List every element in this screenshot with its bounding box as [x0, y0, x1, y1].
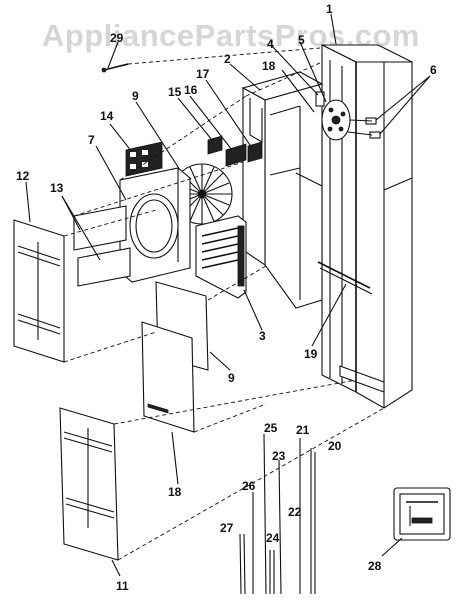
cabinet-icon: [321, 44, 413, 409]
callout-23: 23: [272, 449, 286, 463]
callout-16: 16: [184, 83, 198, 97]
callout-24: 24: [266, 531, 280, 545]
callout-6: 6: [430, 63, 437, 77]
callout-labels: 1 2 3 4 5 6 7 9 9 11 12 13 14 15 16 17 1…: [16, 2, 437, 593]
access-panel-icon: [141, 321, 195, 433]
callout-22: 22: [288, 505, 302, 519]
leader-lines: [25, 13, 431, 577]
callout-13: 13: [50, 181, 64, 195]
callout-14: 14: [100, 109, 114, 123]
callout-26: 26: [242, 479, 256, 493]
callout-25: 25: [264, 421, 278, 435]
callout-19: 19: [304, 347, 318, 361]
callout-5: 5: [298, 33, 305, 47]
callout-20: 20: [328, 439, 342, 453]
thermostat-icon: [393, 487, 451, 541]
callout-4: 4: [267, 37, 274, 51]
base-panel-icon: [59, 407, 119, 561]
callout-7: 7: [88, 133, 95, 147]
pin-part: [101, 63, 129, 73]
callout-18-top: 18: [262, 59, 276, 73]
callout-2: 2: [224, 52, 231, 66]
callout-27: 27: [220, 521, 234, 535]
callout-17: 17: [196, 67, 210, 81]
callout-21: 21: [296, 423, 310, 437]
callout-12: 12: [16, 169, 30, 183]
callout-9-lower: 9: [228, 371, 235, 385]
blower-housing-icon: [241, 71, 324, 309]
callout-9-top: 9: [132, 89, 139, 103]
callout-11: 11: [116, 579, 129, 593]
callout-18-lower: 18: [168, 485, 182, 499]
front-panel-icon: [13, 219, 65, 363]
callout-29: 29: [110, 31, 124, 45]
heater-element-icon: [195, 215, 247, 299]
callout-3: 3: [259, 329, 266, 343]
assembly-lines: [63, 47, 385, 561]
callout-1: 1: [326, 2, 333, 16]
support-rod: [295, 172, 373, 295]
callout-15: 15: [168, 85, 182, 99]
callout-28: 28: [368, 559, 382, 573]
motor-mount-icon: [315, 91, 381, 141]
trim-strips: [239, 433, 316, 595]
